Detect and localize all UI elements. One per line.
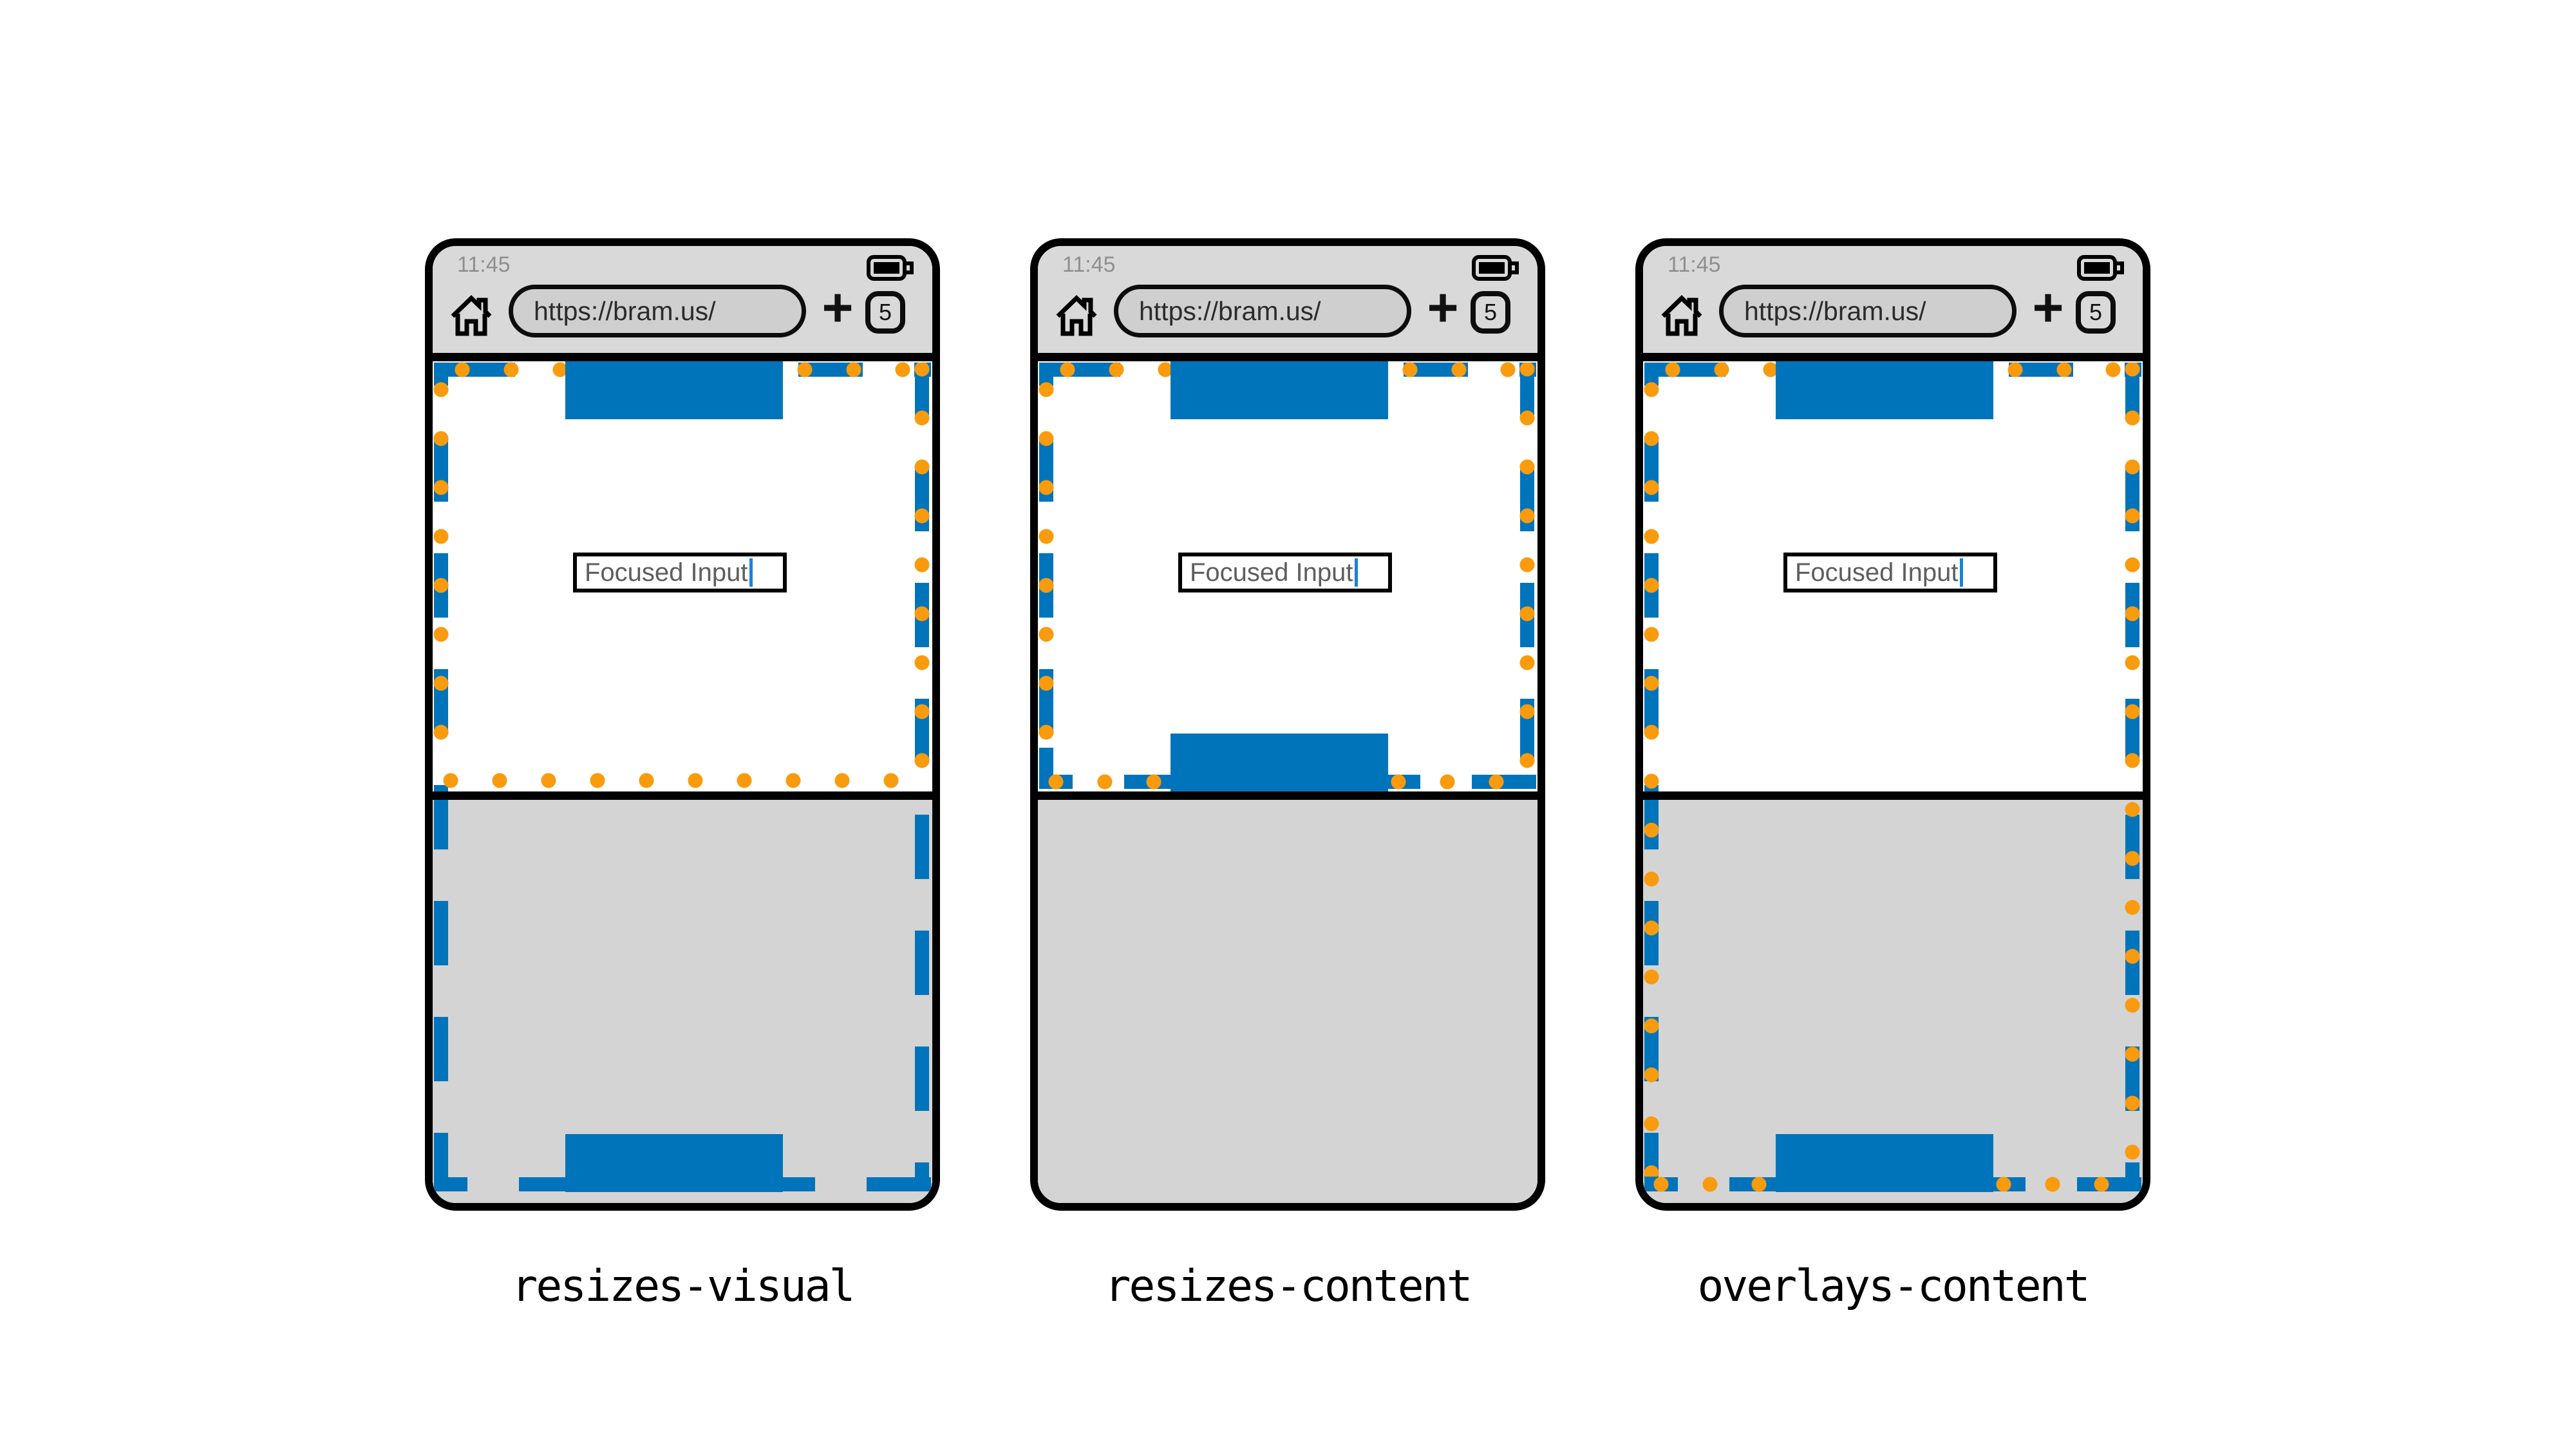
tab-count: 5: [1483, 299, 1498, 325]
focused-input-value: Focused Input: [1795, 558, 1959, 587]
visual-viewport-dots-bottom: [434, 773, 931, 788]
home-icon[interactable]: [449, 292, 493, 337]
mode-caption: resizes-visual: [511, 1261, 855, 1312]
status-time: 11:45: [1668, 252, 1721, 277]
visual-viewport-dots-right: [1519, 363, 1535, 773]
focused-input[interactable]: Focused Input: [573, 553, 787, 592]
url-text: https://bram.us/: [534, 296, 716, 326]
browser-chrome: 11:45 https://bram.us/ + 5: [1643, 246, 2143, 353]
status-time: 11:45: [1062, 252, 1116, 277]
chrome-separator: [1643, 353, 2143, 361]
tab-count: 5: [878, 299, 892, 325]
diagram-stage: 11:45 https://bram.us/ + 5: [425, 238, 2150, 1312]
phone-column: 11:45 https://bram.us/ + 5: [1030, 238, 1545, 1312]
keyboard-top-edge: [433, 791, 932, 800]
fixed-header-block: [565, 361, 783, 419]
browser-chrome: 11:45 https://bram.us/ + 5: [1038, 246, 1537, 353]
mode-caption: overlays-content: [1697, 1261, 2090, 1312]
tab-counter-button[interactable]: 5: [865, 291, 905, 334]
fixed-header-block: [1776, 361, 1993, 419]
focused-input-value: Focused Input: [585, 558, 748, 587]
web-page-area: Focused Input: [433, 361, 932, 1203]
home-icon[interactable]: [1660, 292, 1704, 337]
url-bar[interactable]: https://bram.us/: [1719, 285, 2017, 337]
phone-column: 11:45 https://bram.us/ + 5: [425, 238, 940, 1312]
fixed-footer-block: [565, 1134, 783, 1192]
visual-viewport-dots-left: [433, 363, 449, 772]
fixed-footer-block: [1776, 1134, 1993, 1192]
chrome-separator: [433, 353, 932, 361]
focused-input[interactable]: Focused Input: [1178, 553, 1392, 592]
url-text: https://bram.us/: [1139, 296, 1321, 326]
keyboard-top-edge: [1643, 791, 2143, 800]
mode-caption: resizes-content: [1104, 1261, 1472, 1312]
url-text: https://bram.us/: [1744, 296, 1926, 326]
new-tab-button[interactable]: +: [1427, 277, 1459, 337]
virtual-keyboard-area: [1038, 800, 1537, 1203]
phone-column: 11:45 https://bram.us/ + 5: [1635, 238, 2150, 1312]
url-bar[interactable]: https://bram.us/: [509, 285, 806, 337]
battery-icon: [2077, 255, 2124, 281]
visual-viewport-dots-left: [1644, 363, 1659, 1177]
focused-input[interactable]: Focused Input: [1783, 553, 1997, 592]
tab-counter-button[interactable]: 5: [2076, 291, 2116, 334]
tab-counter-button[interactable]: 5: [1471, 291, 1510, 334]
fixed-footer-block: [1170, 734, 1388, 791]
keyboard-top-edge: [1038, 791, 1537, 800]
fixed-header-block: [1170, 361, 1388, 419]
battery-icon: [1472, 255, 1519, 281]
chrome-separator: [1038, 353, 1537, 361]
visual-viewport-dots-right: [2125, 363, 2140, 1177]
status-time: 11:45: [457, 252, 511, 277]
home-icon[interactable]: [1055, 292, 1098, 337]
focused-input-value: Focused Input: [1190, 558, 1353, 587]
visual-viewport-dots-left: [1039, 363, 1054, 773]
web-page-area: Focused Input: [1643, 361, 2143, 1203]
web-page-area: Focused Input: [1038, 361, 1537, 1203]
phone-frame: 11:45 https://bram.us/ + 5: [425, 238, 940, 1211]
new-tab-button[interactable]: +: [2032, 277, 2064, 337]
text-caret: [1959, 558, 1963, 587]
phone-frame: 11:45 https://bram.us/ + 5: [1635, 238, 2150, 1211]
visual-viewport-dots-right: [914, 363, 930, 772]
new-tab-button[interactable]: +: [822, 277, 854, 337]
url-bar[interactable]: https://bram.us/: [1114, 285, 1411, 337]
text-caret: [1354, 558, 1358, 587]
browser-chrome: 11:45 https://bram.us/ + 5: [433, 246, 932, 353]
tab-count: 5: [2089, 299, 2103, 325]
phone-frame: 11:45 https://bram.us/ + 5: [1030, 238, 1545, 1211]
text-caret: [749, 558, 753, 587]
battery-icon: [867, 255, 914, 281]
